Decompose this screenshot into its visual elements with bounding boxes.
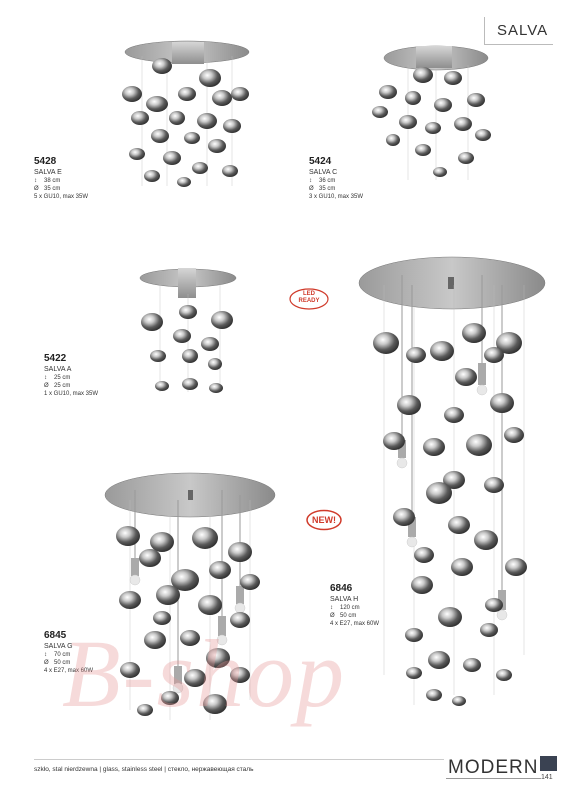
new-badge: NEW! (305, 509, 343, 531)
diameter-icon: Ø (44, 383, 49, 389)
watermark: B-shop (62, 620, 346, 727)
product-code: 5424 (309, 156, 332, 167)
height-icon: ↕ (309, 178, 312, 184)
footer-divider-left (34, 759, 444, 760)
spec-bulbs: 3 x GU10, max 35W (309, 194, 364, 200)
height-icon: ↕ (44, 375, 47, 381)
product-name: SALVA H (330, 596, 359, 603)
footer-divider (446, 778, 541, 779)
new-badge-label: NEW! (312, 515, 336, 525)
diameter-icon: Ø (309, 186, 314, 192)
page-number: 141 (541, 774, 553, 781)
lamp-image-5424 (372, 45, 491, 180)
product-name: SALVA C (309, 169, 338, 176)
spec-height: ↕38 cm (34, 178, 61, 184)
led-badge-line2: READY (298, 298, 320, 304)
diameter-icon: Ø (330, 613, 335, 619)
series-frame (484, 17, 553, 45)
spec-bulbs: 5 x GU10, max 35W (34, 194, 89, 200)
materials-text: szkło, stal nierdzewna | glass, stainles… (34, 766, 254, 773)
diameter-icon: Ø (34, 186, 39, 192)
lamp-image-6846 (358, 256, 546, 706)
product-name: SALVA G (44, 643, 73, 650)
height-icon: ↕ (330, 605, 333, 611)
led-ready-badge: LED READY (288, 287, 330, 311)
spec-bulbs: 4 x E27, max 60W (330, 621, 380, 627)
height-icon: ↕ (44, 652, 47, 658)
lamp-image-5422 (139, 268, 237, 393)
spec-height: ↕70 cm (44, 652, 71, 658)
series-title: SALVA (497, 22, 549, 39)
lamp-image-6845 (104, 472, 276, 720)
diameter-icon: Ø (44, 660, 49, 666)
lamp-image-5428 (122, 40, 250, 187)
product-name: SALVA A (44, 366, 72, 373)
spec-height: ↕25 cm (44, 375, 71, 381)
product-code: 6846 (330, 583, 353, 594)
spec-bulbs: 4 x E27, max 60W (44, 668, 94, 674)
style-label: MODERN (448, 757, 539, 778)
spec-height: ↕120 cm (330, 605, 360, 611)
spec-height: ↕36 cm (309, 178, 336, 184)
product-name: SALVA E (34, 169, 62, 176)
height-icon: ↕ (34, 178, 37, 184)
page-tab (540, 756, 557, 771)
led-badge-line1: LED (303, 291, 315, 297)
product-code: 6845 (44, 630, 67, 641)
product-code: 5422 (44, 353, 67, 364)
product-code: 5428 (34, 156, 57, 167)
spec-bulbs: 1 x GU10, max 35W (44, 391, 99, 397)
